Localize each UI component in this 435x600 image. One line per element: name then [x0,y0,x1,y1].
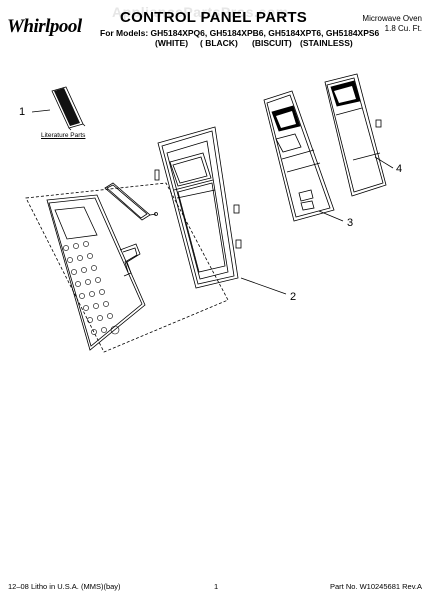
literature-parts-label: Literature Parts [41,132,86,139]
control-panel-frame [154,126,242,289]
appliance-capacity: 1.8 Cu. Ft. [384,24,422,33]
color-black: ( BLACK) [200,38,238,48]
model-stainless: GH5184XPS6 [325,28,380,38]
literature-booklet [51,86,86,131]
control-board-plate [263,90,335,222]
leader-line-2 [240,277,287,295]
callout-4: 4 [396,163,403,175]
callout-2: 2 [290,291,297,303]
model-biscuit: GH5184XPT6, [268,28,324,38]
appliance-type: Microwave Oven [362,14,422,23]
footer-page-number: 1 [214,582,219,591]
models-row: For Models: GH5184XPQ6, GH5184XPB6, GH51… [100,28,379,38]
page-title: CONTROL PANEL PARTS [120,9,308,26]
callout-1: 1 [19,106,26,118]
callout-3: 3 [347,217,354,229]
color-white: (WHITE) [155,38,189,48]
color-biscuit: (BISCUIT) [252,38,292,48]
footer-part-number: Part No. W10245681 Rev.A [330,582,422,591]
footer-litho: 12–08 Litho in U.S.A. (MMS)(bay) [8,582,121,591]
leader-line-1 [31,109,51,113]
watermark: AppliancePartsPros.com [112,4,289,20]
control-shield-cover [324,73,387,197]
model-white: GH5184XPQ6, [150,28,208,38]
appliance-info: Microwave Oven 1.8 Cu. Ft. [362,14,422,34]
keypad-membrane [46,194,146,351]
color-stainless: (STAINLESS) [300,38,353,48]
display-window-board [104,182,158,221]
leader-line-4 [374,156,394,169]
models-prefix: For Models: [100,28,149,38]
leader-line-3 [318,210,344,222]
whirlpool-logo: Whirlpool [7,16,82,37]
model-black: GH5184XPB6, [209,28,266,38]
